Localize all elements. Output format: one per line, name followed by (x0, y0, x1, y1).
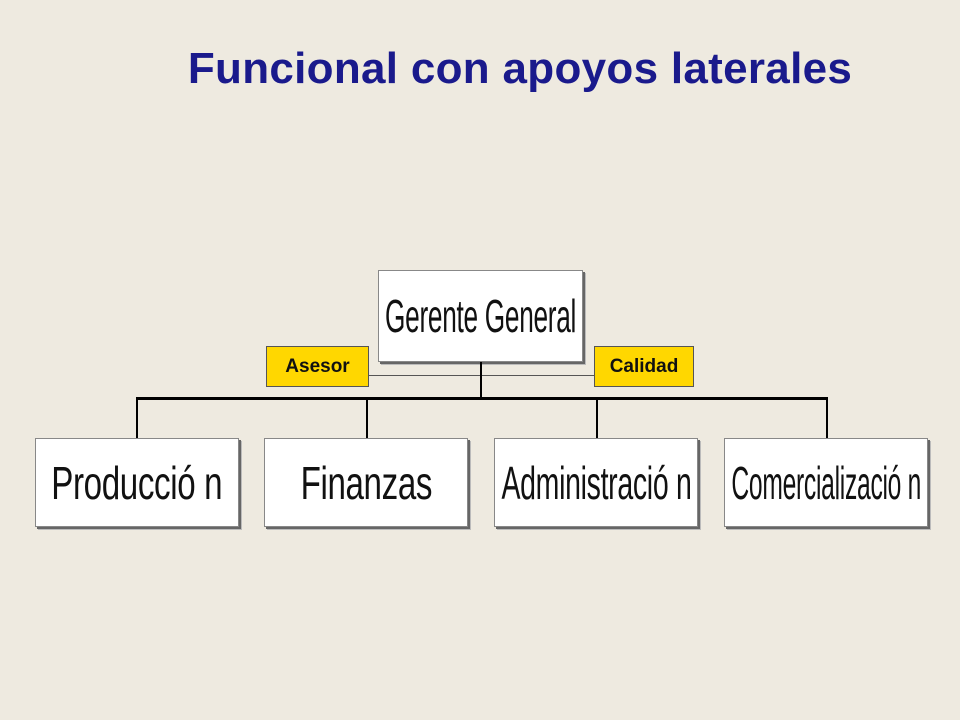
drop-line-2 (366, 397, 368, 438)
staff-line-left (369, 375, 480, 376)
produccion-box: Producció n (35, 438, 239, 527)
administracion-box: Administració n (494, 438, 698, 527)
administracion-label: Administració n (501, 456, 692, 509)
staff-line-right (482, 375, 594, 376)
comercializacion-box: Comercializació n (724, 438, 928, 527)
page-title: Funcional con apoyos laterales (187, 44, 853, 93)
trunk-line (480, 362, 482, 398)
drop-line-4 (826, 397, 828, 438)
comercializacion-label: Comercializació n (731, 456, 921, 509)
horizontal-bus-line (136, 397, 828, 400)
finanzas-label: Finanzas (300, 456, 432, 509)
gerente-general-label: Gerente General (384, 290, 577, 342)
asesor-box: Asesor (266, 346, 369, 387)
produccion-label: Producció n (51, 456, 223, 509)
drop-line-1 (136, 397, 138, 438)
drop-line-3 (596, 397, 598, 438)
finanzas-box: Finanzas (264, 438, 468, 527)
gerente-general-box: Gerente General (378, 270, 583, 362)
calidad-box: Calidad (594, 346, 694, 387)
